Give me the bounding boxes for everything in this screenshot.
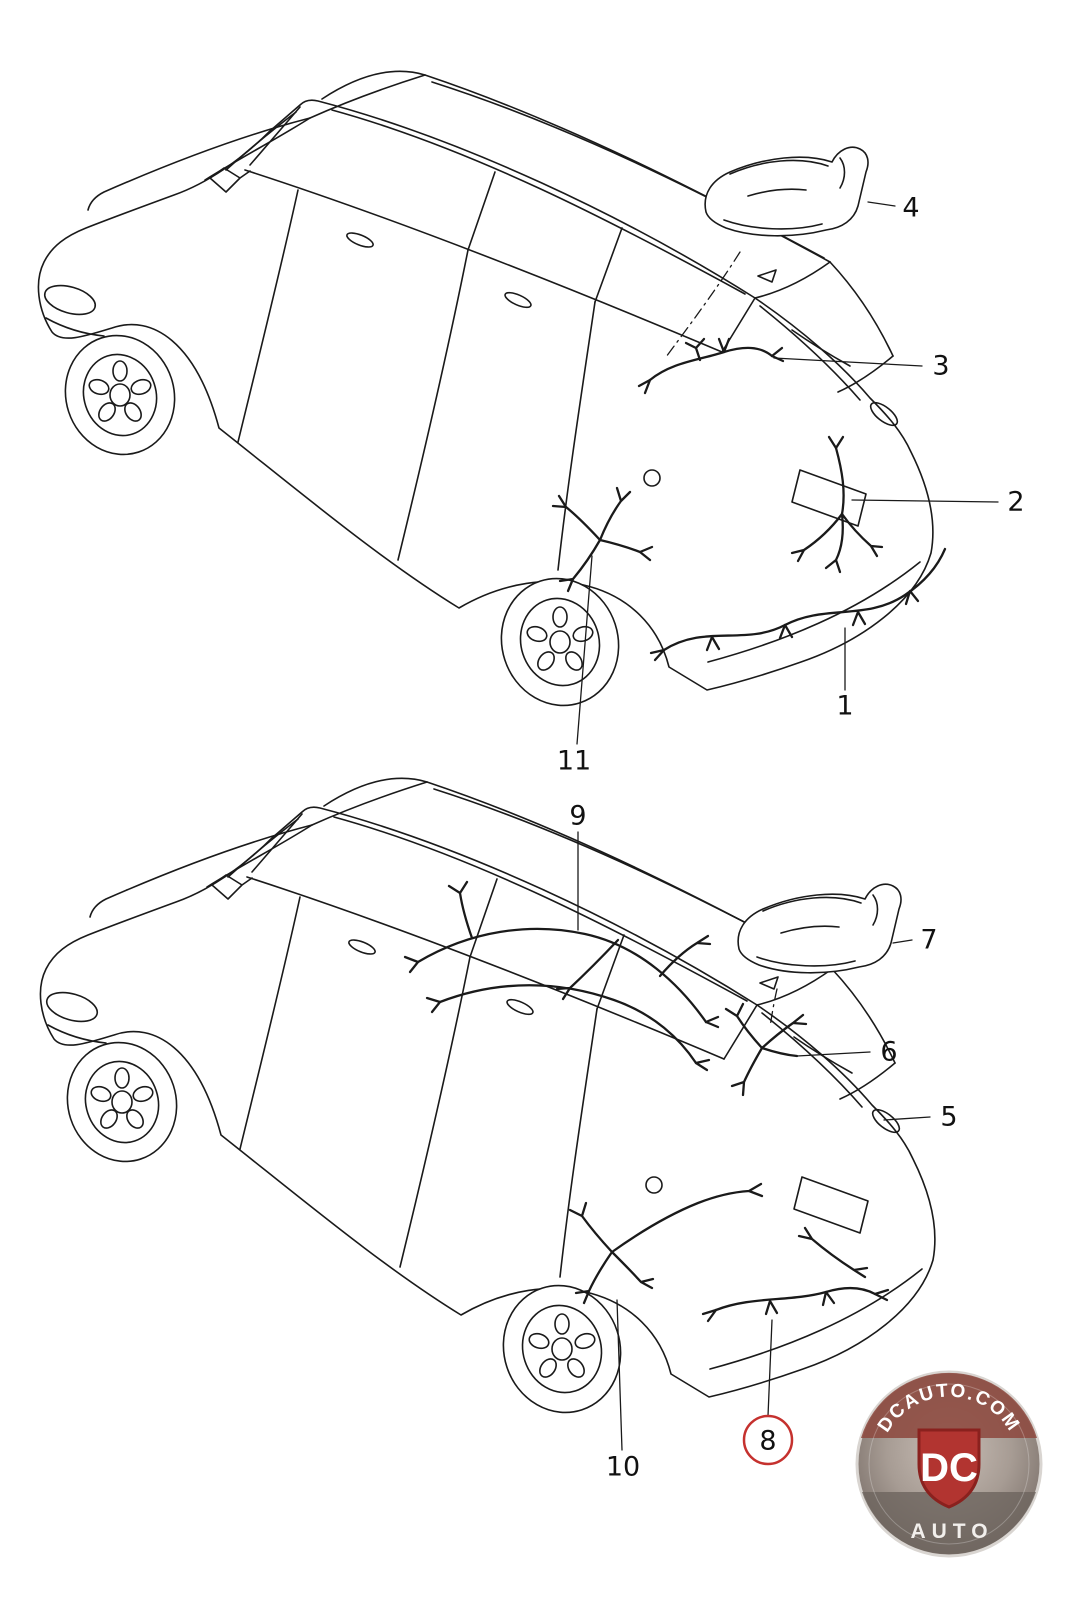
leader-7	[892, 939, 913, 944]
dcauto-watermark-badge: DCAUTO.COM DC AUTO	[855, 1370, 1043, 1558]
dashdot-7	[769, 988, 778, 1028]
vehicle-lower	[39, 777, 936, 1429]
harness-2-tailgate	[790, 435, 884, 574]
harness-1-bumper	[649, 547, 947, 662]
leader-3	[773, 357, 923, 367]
callout-6: 6	[880, 1037, 897, 1068]
callout-9: 9	[569, 801, 586, 832]
leader-11	[576, 555, 593, 745]
leader-lines	[576, 201, 999, 1451]
harness-8-bumper	[701, 1286, 890, 1323]
callout-8: 8	[759, 1426, 776, 1457]
dashdot-4	[665, 251, 741, 358]
leader-5	[883, 1116, 931, 1121]
callout-10: 10	[606, 1452, 640, 1483]
leader-2	[851, 499, 999, 503]
callout-labels: 4 3 2 1 11 9 7 6 5 8 10	[557, 193, 1025, 1483]
badge-brand-sub-text: AUTO	[910, 1520, 993, 1543]
cover-part-4	[704, 146, 869, 237]
badge-shield	[917, 1428, 981, 1509]
callout-7: 7	[920, 925, 937, 956]
badge-brand-text: DC	[920, 1446, 978, 1490]
harness-9-roof	[403, 880, 720, 1072]
harness-upper-group	[551, 337, 947, 662]
harness-11-quarter	[551, 486, 654, 593]
leader-8	[767, 1319, 773, 1417]
harness-3-hatch-top	[637, 337, 785, 395]
leader-4	[867, 201, 896, 207]
callout-1: 1	[836, 691, 853, 722]
cover-part-7	[737, 883, 902, 974]
harness-6-rear	[724, 1002, 808, 1097]
leader-6	[796, 1051, 871, 1057]
dash-dot-lines	[665, 251, 778, 1028]
highlight-circle-8	[742, 1414, 794, 1466]
callout-2: 2	[1007, 487, 1024, 518]
leader-10	[616, 1299, 623, 1451]
callout-3: 3	[932, 351, 949, 382]
harness-lower-group	[403, 880, 890, 1323]
callout-5: 5	[940, 1102, 957, 1133]
callout-4: 4	[902, 193, 919, 224]
callout-11: 11	[557, 746, 591, 777]
harness-10-quarter	[568, 1182, 869, 1305]
